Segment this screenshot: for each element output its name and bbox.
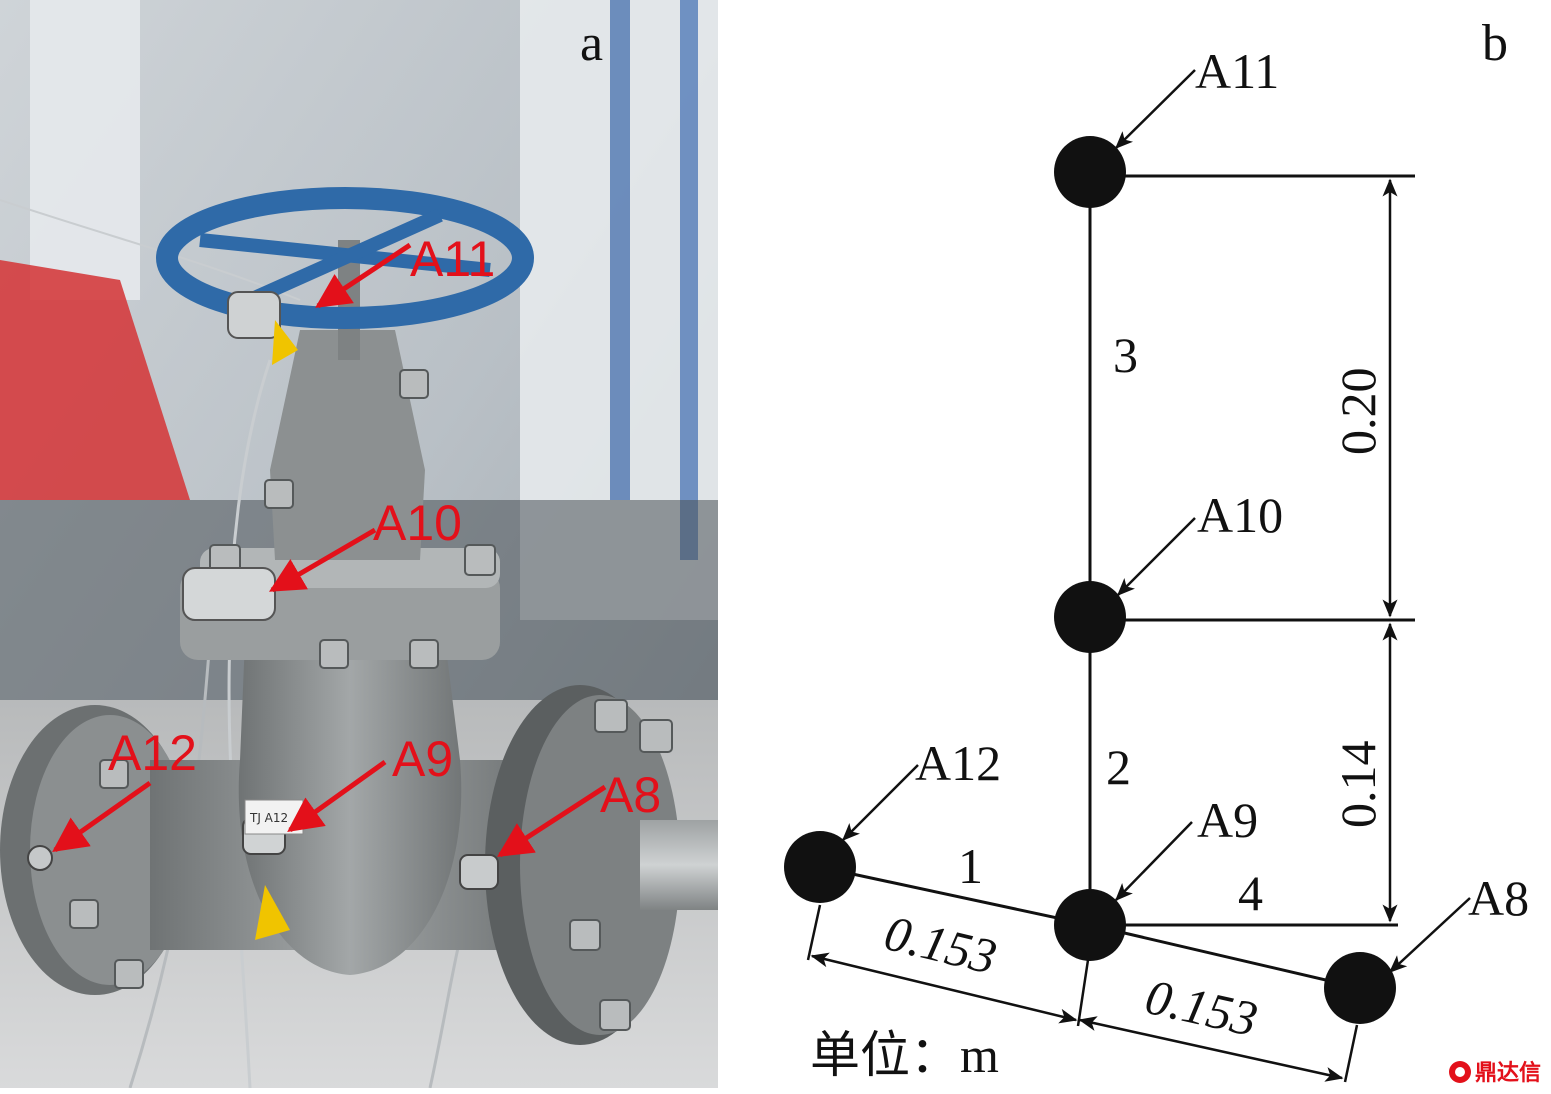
diagram-label-A9: A9 (1197, 792, 1258, 848)
segment-label-1: 1 (958, 838, 983, 894)
point-A8 (1324, 952, 1396, 1024)
panel-label-a: a (580, 15, 603, 72)
watermark-text: 鼎达信 (1475, 1060, 1541, 1086)
point-A12 (784, 831, 856, 903)
point-A10 (1054, 581, 1126, 653)
panel-label-b: b (1482, 15, 1508, 72)
background-red-banner (0, 260, 190, 500)
diagram-label-A12: A12 (915, 735, 1001, 791)
photo-label-A9: A9 (392, 731, 453, 787)
panel-a-photo: TJ A12 A11 A10 A12 A9 A8 a (0, 0, 718, 1088)
panel-b-diagram: b (784, 15, 1529, 1083)
dimension-line-left (810, 952, 1078, 1024)
segment-label-2: 2 (1106, 739, 1131, 795)
segment-1-line (819, 865, 1091, 927)
diagram-label-A8: A8 (1468, 870, 1529, 926)
sensor-A10 (182, 567, 276, 621)
extension-line-A12 (806, 904, 822, 961)
handwheel (156, 187, 534, 329)
dimension-line-right (1078, 1016, 1344, 1082)
point-leader-arrows (841, 69, 1471, 974)
valve-yoke (270, 330, 425, 560)
sensor-A8 (459, 854, 499, 890)
sensor-A11 (227, 291, 298, 365)
diagram-label-A10: A10 (1197, 487, 1283, 543)
bolts (69, 369, 673, 1031)
tag-text: TJ A12 (249, 811, 288, 825)
segment-label-4: 4 (1238, 865, 1263, 921)
dimension-label-top: 0.20 (1330, 368, 1386, 456)
handwheel-spoke (247, 208, 443, 307)
photo-label-A8: A8 (600, 767, 661, 823)
watermark: 鼎达信 (1449, 1060, 1541, 1086)
background-white-column (30, 0, 140, 300)
diagram-label-A11: A11 (1195, 43, 1279, 99)
background-blue-frame (610, 0, 630, 500)
photo-label-A12: A12 (108, 725, 197, 781)
measurement-points (784, 136, 1396, 1024)
background-blue-frame-2 (680, 0, 698, 560)
photo-label-A11: A11 (410, 231, 495, 287)
slanted-dimensions (806, 904, 1359, 1083)
extension-line-A9 (1076, 959, 1090, 1027)
dimension-label-left: 0.153 (879, 904, 1001, 985)
point-A11 (1054, 136, 1126, 208)
photo-label-A10: A10 (373, 495, 462, 551)
point-A9 (1054, 889, 1126, 961)
segment-diagonal-line (1089, 923, 1361, 990)
photo-annotation-arrows (52, 242, 607, 858)
sensor-A12 (27, 845, 53, 871)
dimension-label-mid: 0.14 (1330, 741, 1386, 829)
unit-label: 单位：m (810, 1027, 999, 1083)
valve-body (238, 640, 462, 975)
dimension-label-right: 0.153 (1141, 968, 1263, 1047)
outlet-pipe (640, 820, 718, 910)
structure-lines (819, 172, 1415, 990)
extension-line-A8 (1343, 1024, 1359, 1083)
right-flange-face (520, 695, 680, 1035)
segment-label-3: 3 (1113, 327, 1138, 383)
